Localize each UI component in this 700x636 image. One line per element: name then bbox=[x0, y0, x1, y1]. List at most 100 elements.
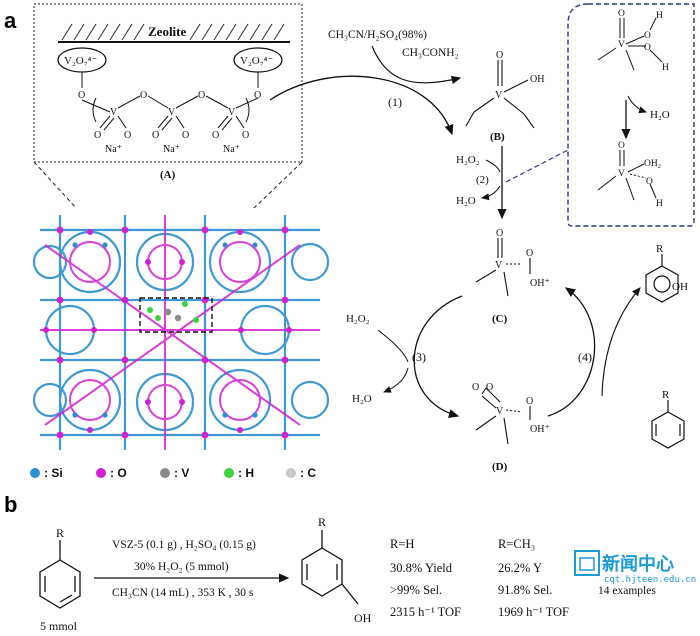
sodium-ion-label: Na⁺ bbox=[105, 144, 122, 155]
reagent-acetonitrile-sulfuric: CH₃CN/H₂SO₄(98%) bbox=[328, 29, 427, 41]
byproduct-acetamide: CH₃CONH₂ bbox=[402, 47, 459, 59]
species-d-structure bbox=[475, 387, 531, 445]
campus-logo-icon bbox=[574, 550, 600, 576]
step-label: (2) bbox=[476, 174, 489, 186]
atom-o: O bbox=[496, 50, 503, 61]
atom-o: O bbox=[618, 141, 625, 151]
zeolite-surface: Zeolite bbox=[58, 23, 290, 43]
chain-oxygen: O bbox=[94, 130, 101, 141]
zoom-line-right bbox=[251, 161, 303, 211]
phenol-product-ring bbox=[645, 254, 679, 303]
legend-item-o: : O bbox=[96, 466, 127, 480]
legend-item-v: : V bbox=[160, 466, 189, 480]
chain-oxygen: O bbox=[212, 130, 219, 141]
result-header-h: R=H bbox=[390, 537, 414, 551]
species-d-label: (D) bbox=[492, 461, 508, 473]
atom-h: H bbox=[662, 63, 669, 73]
atom-v: V bbox=[495, 90, 503, 101]
v2o7-label-right: V₂O₇⁴⁻ bbox=[240, 55, 273, 67]
chain-oxygen: O bbox=[242, 130, 249, 141]
atom-o: O bbox=[526, 396, 533, 407]
inset-structure-top bbox=[597, 17, 663, 71]
species-b-label: (B) bbox=[490, 131, 505, 143]
coordinated-water-label: OH₂ bbox=[644, 159, 661, 169]
peroxo-protonated-label: OH⁺ bbox=[530, 424, 550, 435]
step-label: (4) bbox=[578, 350, 592, 364]
sodium-ion-label: Na⁺ bbox=[163, 144, 180, 155]
legend-swatch-si bbox=[30, 468, 40, 478]
watermark-title: 新闻中心 bbox=[602, 554, 674, 575]
atom-o: O bbox=[526, 248, 533, 259]
panel-b-letter: b bbox=[4, 492, 17, 517]
legend-item-h: : H bbox=[224, 466, 254, 480]
reagent-branch-arrow bbox=[371, 45, 462, 85]
sodium-ion-label: Na⁺ bbox=[223, 144, 240, 155]
condition-catalyst: VSZ-5 (0.1 g) , H₂SO₄ (0.15 g) bbox=[112, 539, 256, 551]
phenol-r-label: R bbox=[656, 243, 664, 255]
zeolite-label: Zeolite bbox=[148, 24, 186, 39]
reactant-benzene-ring bbox=[39, 540, 81, 609]
zeolite-crystal-structure bbox=[28, 208, 330, 456]
atom-o: O bbox=[472, 382, 479, 393]
zoom-line-left bbox=[33, 161, 79, 211]
atom-o: O bbox=[646, 177, 653, 187]
results-table: R=H 30.8% Yield >99% Sel. 2315 h⁻¹ TOF R… bbox=[390, 537, 656, 619]
atom-v: V bbox=[618, 40, 625, 50]
result-tof-h: 2315 h⁻¹ TOF bbox=[390, 605, 461, 619]
atom-o: O bbox=[644, 31, 651, 41]
atom-v: V bbox=[618, 169, 625, 179]
result-yield-ch3: 26.2% Y bbox=[498, 561, 542, 575]
condition-solvent-temp-time: CH₃CN (14 mL) , 353 K , 30 s bbox=[112, 587, 254, 599]
result-examples: 14 examples bbox=[598, 585, 656, 597]
inset-structure-bottom bbox=[597, 150, 657, 201]
species-c-label: (C) bbox=[492, 313, 508, 325]
legend-label: : Si bbox=[44, 466, 63, 480]
atom-o: O bbox=[644, 43, 651, 53]
atom-h: H bbox=[656, 199, 663, 209]
active-site-highlight bbox=[139, 297, 213, 333]
product-oh-label: OH bbox=[354, 611, 372, 625]
step-4-substrate-arrow bbox=[601, 287, 641, 397]
step-3-reagent-h2o2: H₂O₂ bbox=[346, 313, 370, 325]
chain-oxygen: O bbox=[254, 90, 261, 101]
chain-oxygen: O bbox=[140, 90, 147, 101]
step-4-arrow bbox=[547, 287, 596, 417]
species-c-structure bbox=[475, 238, 531, 297]
product-phenol-ring bbox=[301, 530, 359, 605]
atom-v: V bbox=[496, 406, 504, 417]
atom-v: V bbox=[495, 260, 503, 271]
step-label: (3) bbox=[412, 350, 426, 364]
result-sel-ch3: 91.8% Sel. bbox=[498, 583, 553, 597]
chain-vanadium: V bbox=[228, 107, 236, 118]
box-a-label: (A) bbox=[160, 169, 176, 181]
legend-label: : H bbox=[238, 466, 254, 480]
chain-oxygen: O bbox=[124, 130, 131, 141]
reagent-h2o2: H₂O₂ bbox=[456, 154, 480, 166]
chain-vanadium: V bbox=[110, 107, 118, 118]
inset-h2o-label: H₂O bbox=[650, 109, 670, 121]
chain-oxygen: O bbox=[78, 90, 85, 101]
peroxo-protonated-label: OH⁺ bbox=[530, 278, 550, 289]
atom-o: O bbox=[496, 228, 503, 239]
legend-label: : C bbox=[300, 466, 316, 480]
step-label: (1) bbox=[388, 95, 402, 109]
legend-label: : V bbox=[174, 466, 190, 480]
zeolite-site-box bbox=[33, 3, 303, 163]
step-3-byproduct-h2o: H₂O bbox=[352, 393, 372, 405]
benzene-substrate-ring bbox=[651, 400, 685, 449]
legend-label: : O bbox=[110, 466, 127, 480]
atom-h: H bbox=[656, 11, 663, 21]
result-header-ch3: R=CH₃ bbox=[498, 537, 535, 551]
watermark-url: cqt.hjteen.edu.cn bbox=[604, 575, 697, 585]
legend-swatch-o bbox=[96, 468, 106, 478]
chain-oxygen: O bbox=[152, 130, 159, 141]
product-r-label: R bbox=[318, 515, 326, 529]
vanadate-chain bbox=[81, 72, 259, 131]
chain-oxygen: O bbox=[198, 90, 205, 101]
step-3-arrow bbox=[413, 295, 463, 419]
condition-oxidant: 30% H₂O₂ (5 mmol) bbox=[134, 561, 229, 573]
mechanism-inset-box bbox=[567, 3, 695, 227]
watermark-logo: 新闻中心 cqt.hjteen.edu.cn bbox=[574, 548, 698, 602]
